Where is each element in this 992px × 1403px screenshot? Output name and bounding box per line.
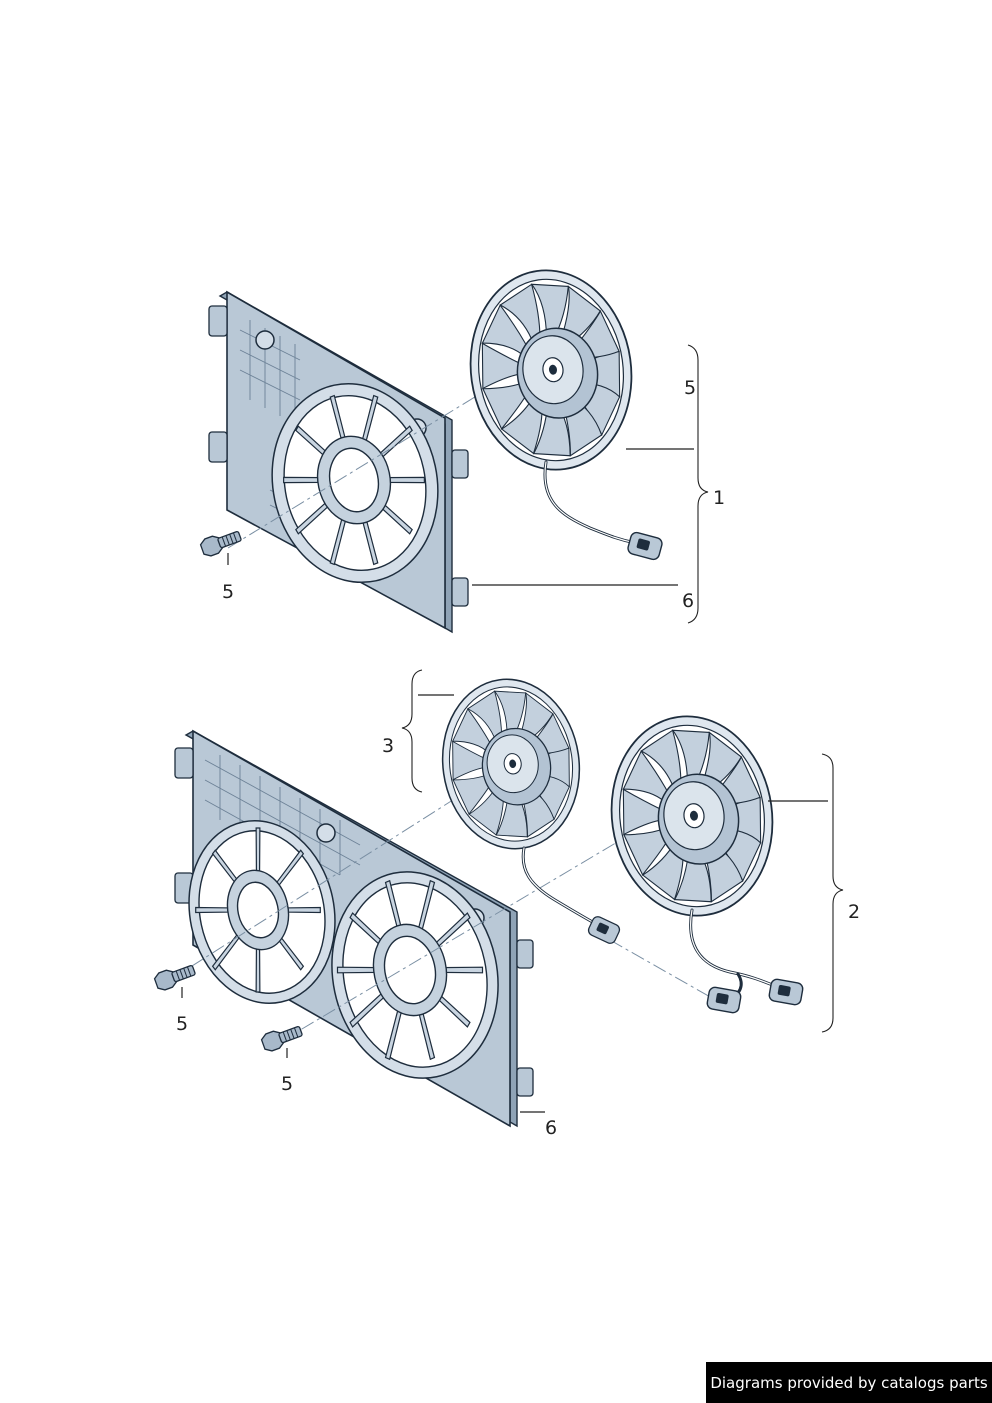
callout-upper-shroud: 6	[682, 590, 694, 612]
large-fan-wire	[689, 908, 805, 1015]
mount-tab	[516, 1067, 534, 1097]
callout-upper-fan-motor: 5	[684, 377, 696, 399]
upper-bolt	[198, 526, 244, 559]
connector-icon	[705, 985, 743, 1015]
shroud-spoke	[440, 966, 484, 974]
shroud-spoke	[283, 906, 321, 914]
fan-icon	[597, 704, 787, 928]
shroud-spoke	[336, 966, 380, 974]
large-fan-motor	[597, 704, 787, 928]
upper-fan-motor	[456, 258, 646, 482]
connector-icon	[767, 977, 805, 1007]
mount-tab	[516, 939, 534, 969]
mount-tab	[208, 431, 228, 463]
upper-shroud	[208, 290, 469, 634]
small-fan-motor	[431, 669, 591, 859]
bolt-icon	[259, 1021, 305, 1054]
mount-tab	[451, 577, 469, 607]
callout-lower-shroud: 6	[545, 1117, 557, 1139]
bolt-icon	[152, 960, 198, 993]
mount-tab	[208, 305, 228, 337]
shroud-spoke	[283, 476, 323, 484]
fan-icon	[456, 258, 646, 482]
shroud-spoke	[255, 943, 261, 993]
callout-small-fan-group: 3	[382, 735, 394, 757]
upper-fan-assembly: 5 5 6 1	[198, 258, 725, 634]
connector-icon	[625, 530, 665, 562]
lower-bolt-right	[259, 1021, 305, 1054]
lower-bolt-left	[152, 960, 198, 993]
shroud-spoke	[385, 476, 425, 484]
callout-lower-bolt-right: 5	[281, 1073, 293, 1095]
bolt-icon	[198, 526, 244, 559]
fan-icon	[431, 669, 591, 859]
shroud-spoke	[255, 827, 261, 877]
shroud-spoke	[195, 906, 233, 914]
small-fan-wire	[521, 846, 622, 946]
mount-tab	[451, 449, 469, 479]
watermark-badge: Diagrams provided by catalogs parts	[706, 1362, 992, 1403]
callout-lower-bolt-left: 5	[176, 1013, 188, 1035]
lower-shroud	[174, 729, 534, 1128]
upper-fan-wire	[543, 460, 665, 562]
callout-upper-bolt: 5	[222, 581, 234, 603]
connector-icon	[586, 914, 622, 946]
mount-tab	[174, 747, 194, 779]
callout-upper-assembly: 1	[713, 487, 725, 509]
callout-large-fan-group: 2	[848, 901, 860, 923]
lower-fan-assembly: 5 5 6 3 2	[152, 669, 860, 1139]
